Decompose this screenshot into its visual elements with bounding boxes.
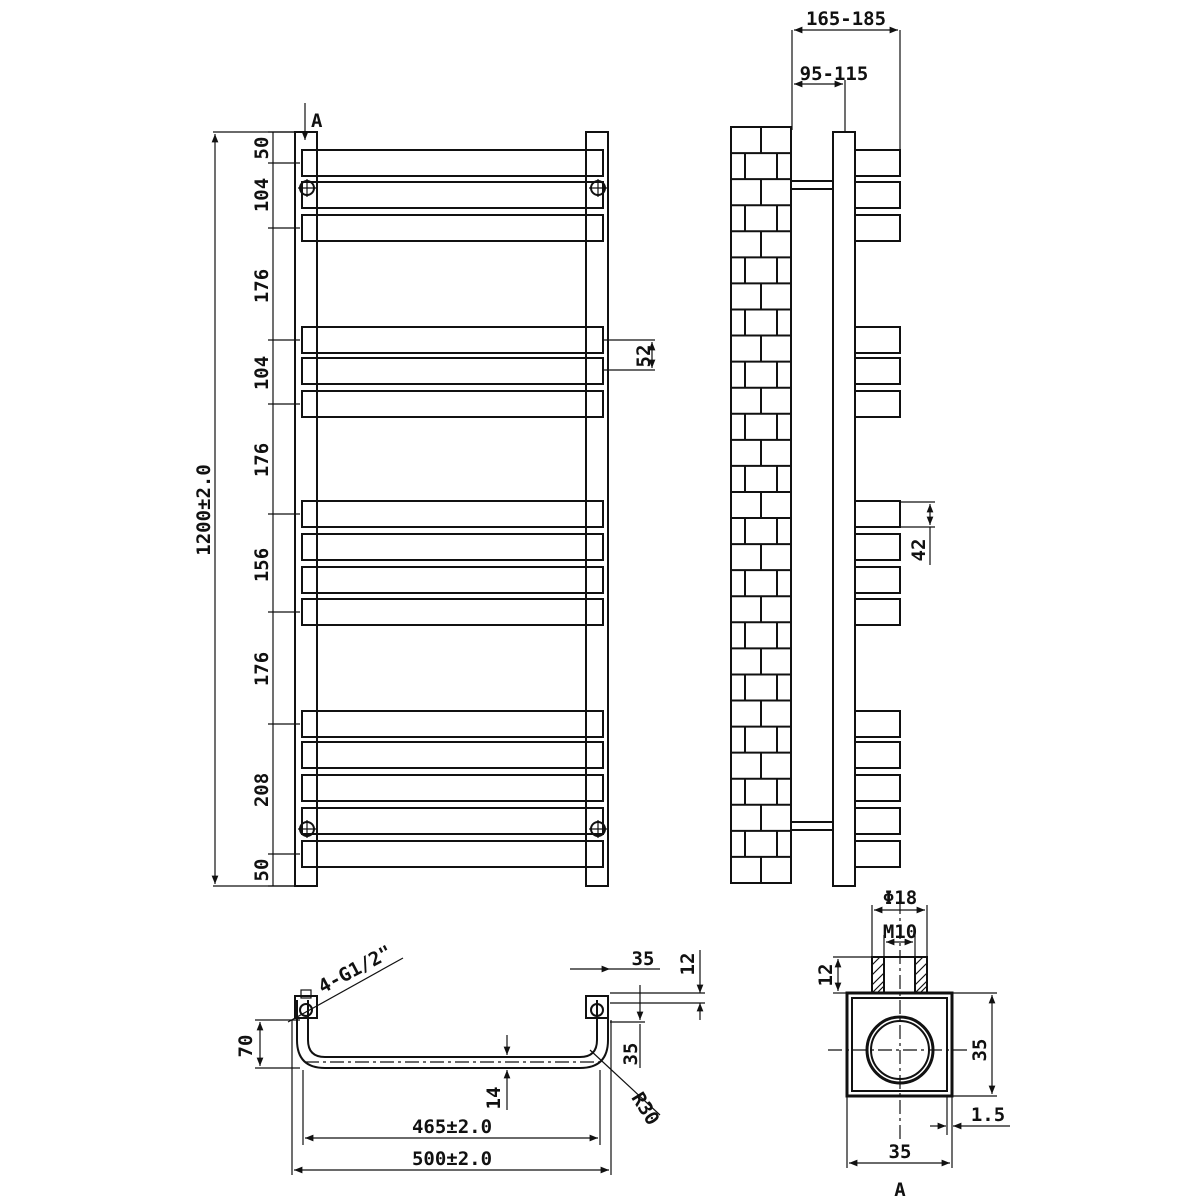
spacing-label: 176 — [251, 443, 273, 477]
radius-label: R30 — [627, 1088, 664, 1129]
total-height-label: 1200±2.0 — [193, 464, 215, 556]
bar-end — [854, 840, 901, 868]
depth-inner-label: 95-115 — [800, 63, 869, 85]
crossbar — [301, 390, 604, 418]
crossbar — [301, 741, 604, 769]
bar-end — [854, 149, 901, 177]
bar-end — [854, 533, 901, 561]
section-a-marker: A — [311, 110, 323, 132]
rear-offset-label: 70 — [235, 1035, 257, 1058]
bar-end — [854, 807, 901, 835]
overall-width-label: 500±2.0 — [412, 1148, 492, 1170]
pipe-depth-label: 35 — [620, 1043, 642, 1066]
bar-end — [854, 326, 901, 354]
section-a-title: A — [894, 1179, 906, 1200]
top-bracket — [790, 180, 834, 190]
bar-end — [854, 181, 901, 209]
brick-wall — [730, 126, 792, 884]
side-view: 165-185 95-115 42 — [730, 8, 935, 887]
profile-inner — [851, 997, 948, 1092]
spacing-label: 104 — [251, 356, 273, 390]
bar-end — [854, 214, 901, 242]
spacing-dimension-labels: 50 104 176 104 176 156 176 208 50 — [251, 137, 273, 882]
offset-top-label: 35 — [632, 948, 655, 970]
crossbar — [301, 181, 604, 209]
height-label: 35 — [969, 1039, 991, 1062]
wall-bracket-icon — [298, 179, 607, 838]
bar-end — [854, 741, 901, 769]
centers-label: 465±2.0 — [412, 1116, 492, 1138]
bar-end — [854, 774, 901, 802]
connection-label: 4-G1/2" — [315, 941, 396, 998]
spacing-label: 104 — [251, 178, 273, 212]
right-rail — [585, 131, 609, 887]
bar-end — [854, 598, 901, 626]
crossbar — [301, 598, 604, 626]
crossbar — [301, 566, 604, 594]
bar-end — [854, 357, 901, 385]
spacing-label: 50 — [251, 137, 273, 160]
right-valve — [585, 995, 609, 1019]
crossbar — [301, 326, 604, 354]
bottom-view: 4-G1/2" 35 12 35 70 14 R30 465±2.0 — [235, 941, 705, 1175]
crossbar — [301, 807, 604, 835]
side-rail — [832, 131, 856, 887]
diameter-label: Φ18 — [883, 887, 917, 909]
thread-hatch — [871, 956, 928, 994]
crossbar — [301, 840, 604, 868]
front-view: A 1200±2.0 50 104 176 104 176 156 176 20… — [193, 103, 656, 887]
crossbars — [301, 149, 604, 868]
wall-label: 1.5 — [971, 1104, 1005, 1126]
spacing-label: 50 — [251, 859, 273, 882]
crossbar — [301, 774, 604, 802]
crossbar — [301, 710, 604, 738]
section-a-view: Φ18 M10 12 35 1.5 35 A — [815, 887, 1010, 1200]
crossbar — [301, 149, 604, 177]
crossbar — [301, 214, 604, 242]
bar-end — [854, 390, 901, 418]
side-bar-ends — [854, 149, 901, 868]
u-pipe-outer — [296, 1000, 609, 1069]
crossbar — [301, 357, 604, 385]
bar-gap-label: 42 — [908, 539, 930, 562]
crossbar — [301, 500, 604, 528]
thread-height-label: 12 — [815, 964, 837, 987]
bar-gap-label: 14 — [483, 1087, 505, 1110]
depth-outer-label: 165-185 — [806, 8, 886, 30]
bar-thickness-label: 52 — [633, 345, 655, 368]
u-pipe-inner — [307, 1000, 598, 1058]
spacing-dimension-ticks — [268, 131, 300, 887]
spacing-label: 176 — [251, 652, 273, 686]
bottom-bracket — [790, 821, 834, 831]
left-valve — [294, 995, 318, 1019]
offset-right-label: 12 — [677, 953, 699, 976]
width-label: 35 — [889, 1141, 912, 1163]
bar-end — [854, 710, 901, 738]
spacing-label: 156 — [251, 548, 273, 582]
spacing-label: 208 — [251, 773, 273, 807]
thread-label: M10 — [883, 921, 917, 943]
bar-end — [854, 566, 901, 594]
spacing-label: 176 — [251, 269, 273, 303]
left-rail — [294, 131, 318, 887]
crossbar — [301, 533, 604, 561]
bar-end — [854, 500, 901, 528]
